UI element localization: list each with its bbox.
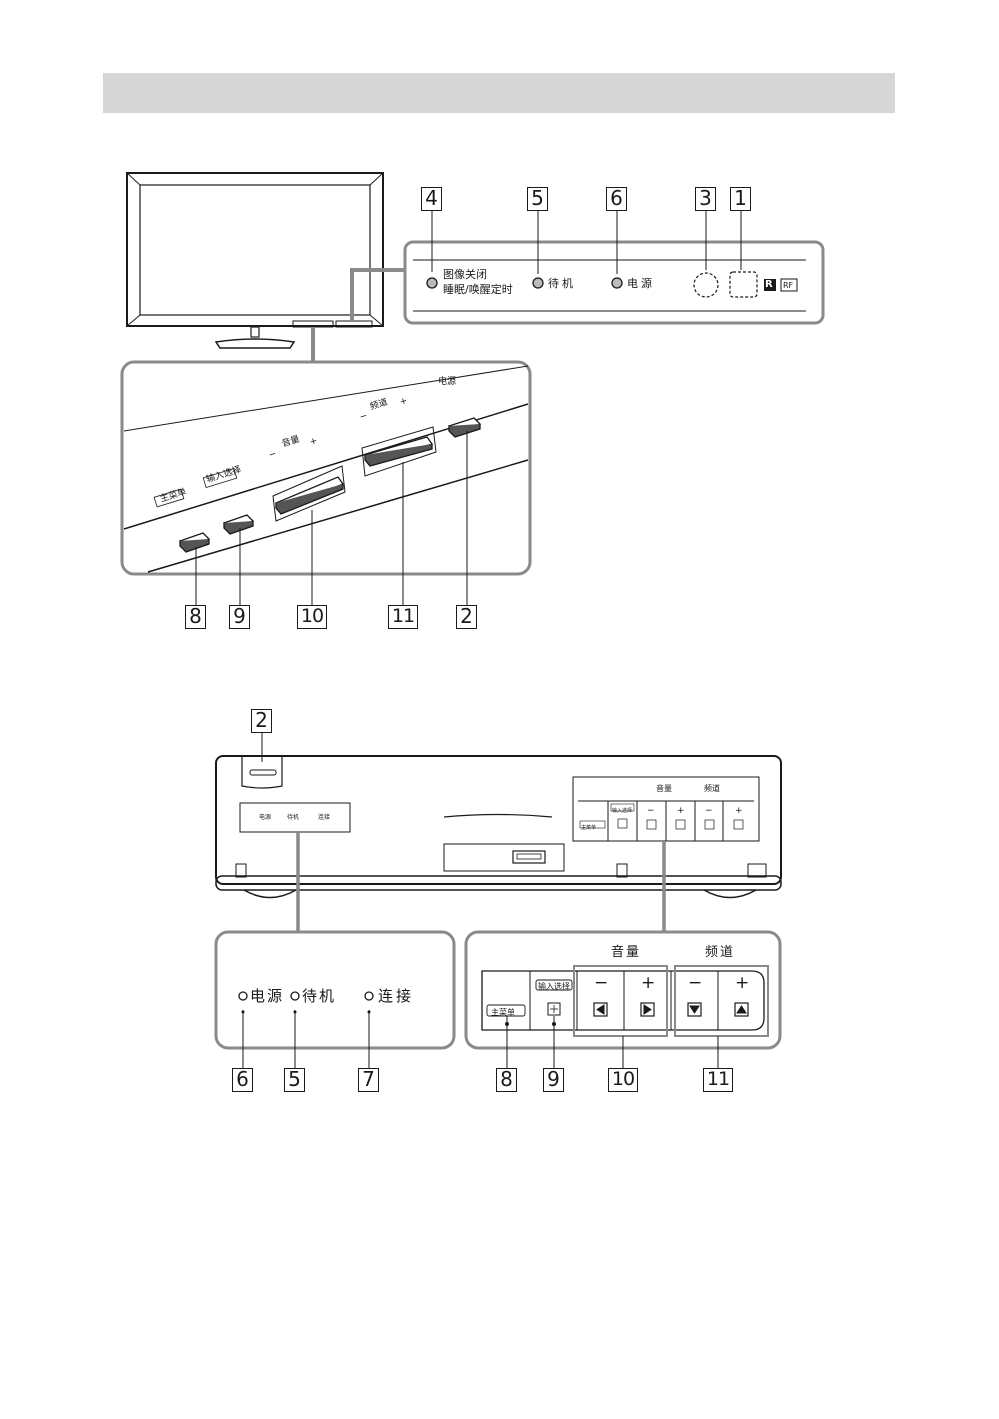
callout-1: 1	[730, 187, 751, 211]
front-standby-small: 待机	[287, 814, 299, 822]
callout-8: 8	[185, 605, 206, 629]
zoom-channel-label: 频道	[705, 946, 735, 960]
side-power-label: 电源	[438, 377, 456, 388]
callout-6: 6	[606, 187, 627, 211]
tv-bottom-front-view	[216, 733, 781, 898]
zoom-connect-label: 连接	[378, 987, 414, 1005]
sleep-wake-timer-label: 睡眠/唤醒定时	[443, 283, 513, 297]
zoom-vol-plus: +	[641, 976, 655, 990]
front-ch-minus-small: −	[705, 804, 713, 818]
callout-7-front: 7	[358, 1068, 379, 1092]
side-control-panel	[122, 362, 530, 605]
callout-11-front: 11	[703, 1068, 733, 1092]
front-vol-minus-small: −	[647, 804, 655, 818]
tv-front-illustration	[127, 173, 383, 348]
callout-10: 10	[297, 605, 327, 629]
logo-r: R	[765, 278, 773, 292]
callout-10-front: 10	[608, 1068, 638, 1092]
zoom-vol-minus: −	[594, 976, 608, 990]
front-channel-small: 频道	[704, 782, 720, 796]
zoom-ch-plus: +	[735, 976, 749, 990]
callout-11: 11	[388, 605, 418, 629]
zoom-main-menu-label: 主菜单	[491, 1006, 515, 1020]
logo-rf: RF	[783, 279, 793, 293]
callout-8-front: 8	[496, 1068, 517, 1092]
callout-2-front: 2	[251, 709, 272, 733]
picture-off-label: 图像关闭	[443, 268, 487, 282]
power-label: 电源	[627, 277, 655, 291]
zoom-power-label: 电源	[250, 987, 284, 1005]
front-connect-small: 连接	[318, 814, 330, 822]
callout-5: 5	[527, 187, 548, 211]
zoom-standby-label: 待机	[302, 987, 336, 1005]
zoom-volume-label: 音量	[611, 946, 641, 960]
front-vol-plus-small: +	[677, 804, 685, 818]
callout-3: 3	[695, 187, 716, 211]
front-power-small: 电源	[259, 814, 271, 822]
callout-6-front: 6	[232, 1068, 253, 1092]
zoom-ch-minus: −	[688, 976, 702, 990]
standby-label: 待机	[548, 277, 576, 291]
callout-5-front: 5	[284, 1068, 305, 1092]
front-volume-small: 音量	[656, 782, 672, 796]
callout-9: 9	[229, 605, 250, 629]
callout-2: 2	[456, 605, 477, 629]
front-main-menu-small: 主菜单	[581, 821, 596, 835]
callout-9-front: 9	[543, 1068, 564, 1092]
indicator-panel	[405, 207, 823, 323]
front-ch-plus-small: +	[735, 804, 743, 818]
callout-4: 4	[421, 187, 442, 211]
zoom-input-select-label: 输入选择	[538, 980, 570, 994]
front-input-select-small: 输入选择	[612, 804, 632, 818]
